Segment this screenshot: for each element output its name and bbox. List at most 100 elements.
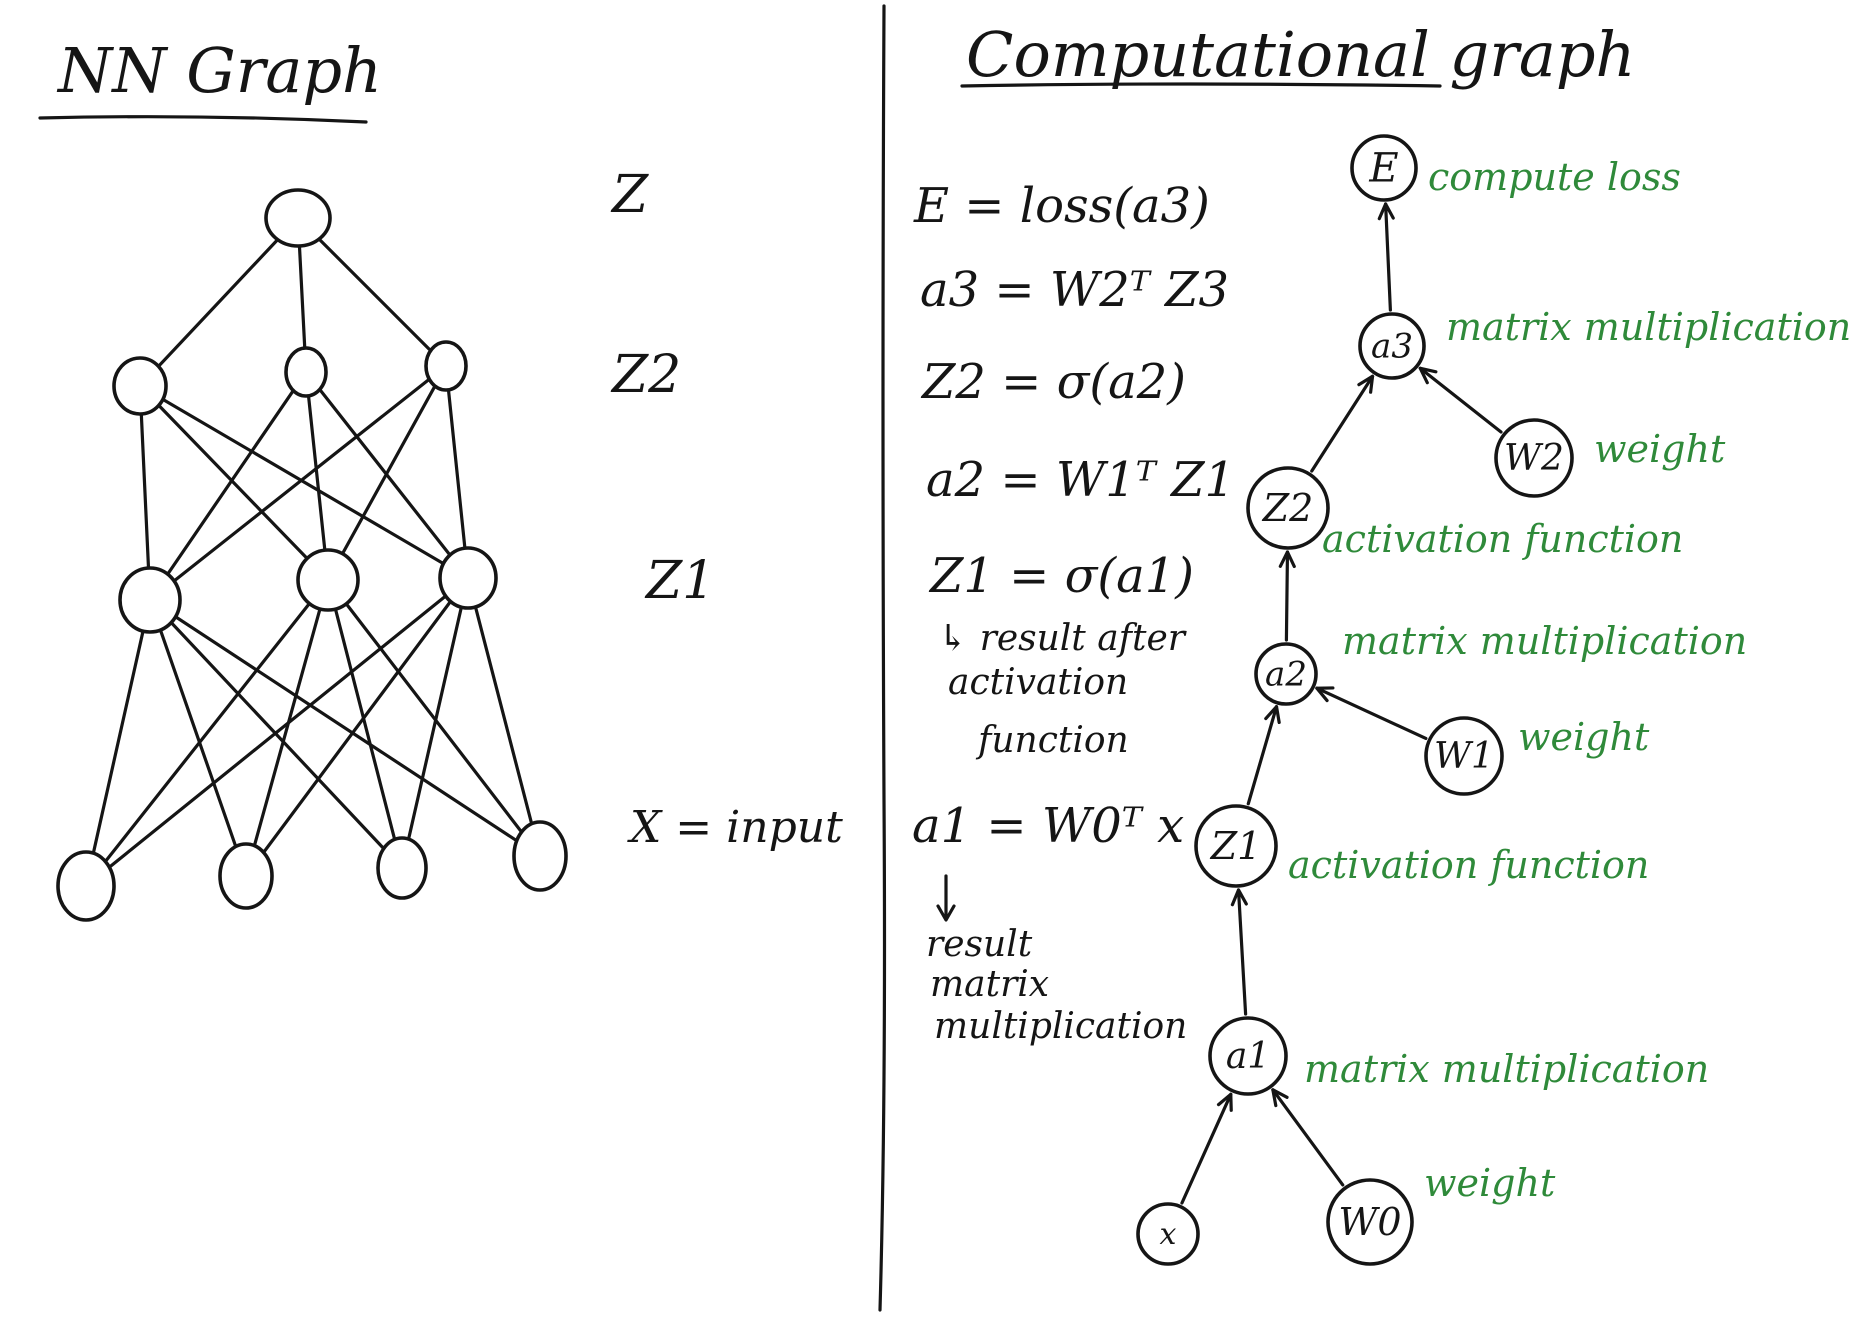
nn-graph-title-underline [38,115,368,124]
edge-w2-to-a3 [1418,366,1503,434]
nn-edge-top-z2-0 [138,216,300,388]
edge-w0-to-a1-head [1271,1088,1289,1108]
annotation-w1-weight: weight [1518,715,1650,759]
edge-a2-to-z2 [1284,550,1290,642]
down-arrow-icon [936,874,956,922]
nn-edge-input-3-z1-2 [466,576,542,858]
nn-edge-z1-0-z2-2 [148,364,448,602]
annotation-a1-matrix-multiplication: matrix multiplication [1304,1047,1709,1091]
z1-note-line-1: ↳ result after [938,618,1187,659]
annotation-z2-activation-function: activation function [1322,517,1683,561]
nn-node-top-0 [264,188,332,248]
equation-a3: a3 = W2ᵀ Z3 [920,262,1229,318]
edge-x-to-a1-head [1216,1092,1233,1112]
edge-a3-to-e [1384,202,1392,312]
nn-edge-input-2-z1-0 [148,598,404,870]
edge-x-to-a1 [1180,1092,1233,1205]
annotation-a2-matrix-multiplication: matrix multiplication [1342,619,1747,663]
edge-z2-to-a3-head [1357,374,1375,394]
cg-node-a2-circle [1254,642,1318,706]
layer-label-z2: Z2 [610,345,681,405]
cg-node-w2-label: W2 [1504,438,1564,479]
nn-node-z2-1 [284,346,328,398]
equation-e: E = loss(a3) [913,178,1210,234]
nn-edge-input-0-z1-2 [84,576,470,888]
edge-a2-to-z2-head [1278,550,1296,569]
nn-node-z2-2 [424,340,468,392]
layer-label-z: Z [610,165,649,225]
cg-node-w1-circle [1424,716,1504,796]
cg-node-a3-circle [1358,312,1426,380]
edge-z1-to-a2 [1246,705,1279,806]
edge-a3-to-e-head [1377,202,1395,221]
nn-edge-input-1-z1-1 [244,578,330,878]
cg-node-a3: a3 [1358,312,1426,380]
nn-node-input-2 [376,836,428,900]
nn-node-input-3 [512,820,568,892]
cg-node-e: E [1350,134,1418,202]
computational-graph-title: Computational graph [966,18,1635,91]
nn-edge-input-0-z1-0 [84,598,152,888]
edge-w2-to-a3-head [1418,366,1438,385]
annotation-a3-matrix-multiplication: matrix multiplication [1446,305,1851,349]
nn-node-z1-1 [296,548,360,612]
cg-node-x-circle [1136,1202,1200,1266]
nn-graph-title: NN Graph [56,34,382,107]
cg-node-w1-label: W1 [1434,736,1494,777]
nn-edge-z1-0-z2-1 [148,370,308,602]
equation-a1: a1 = W0ᵀ x [912,798,1184,854]
nn-edge-z1-2-z2-2 [444,364,470,580]
cg-node-e-label: E [1368,146,1398,192]
cg-node-w2-circle [1494,418,1574,498]
cg-node-e-circle [1350,134,1418,202]
equation-z2: Z2 = σ(a2) [920,354,1186,410]
cg-node-a1-circle [1208,1016,1288,1096]
nn-node-input-0 [56,850,116,922]
equation-a2: a2 = W1ᵀ Z1 [926,452,1235,508]
nn-edge-input-3-z1-0 [148,598,542,858]
cg-node-a2: a2 [1254,642,1318,706]
edge-a1-to-z1 [1236,888,1248,1016]
cg-node-z2-label: Z2 [1262,486,1314,530]
cg-node-z2-circle [1246,466,1330,550]
nn-node-z2-0 [112,356,168,416]
nn-node-input-1 [218,842,274,910]
nn-edge-input-2-z1-1 [326,578,404,870]
cg-node-w0-circle [1326,1178,1414,1266]
nn-edge-z1-2-z2-1 [304,370,470,580]
nn-edge-top-z2-2 [296,216,448,368]
nn-edge-z1-0-z2-0 [138,384,152,602]
nn-nodes [56,188,568,922]
cg-node-w2: W2 [1494,418,1574,498]
panel-divider [878,4,887,1312]
computational-graph-edges [1180,202,1503,1205]
edge-w1-to-a2-head [1315,686,1335,703]
annotation-compute-loss: compute loss [1428,155,1681,199]
a1-note-line-1: result [926,924,1033,965]
nn-edge-z1-1-z2-0 [138,384,330,582]
nn-edge-z1-2-z2-0 [138,384,470,580]
z1-note-line-3: function [975,720,1129,761]
nn-edge-input-1-z1-2 [244,576,470,878]
annotation-z1-activation-function: activation function [1288,843,1649,887]
edge-z2-to-a3 [1310,374,1375,473]
cg-node-w0: W0 [1326,1178,1414,1266]
nn-edge-input-0-z1-1 [84,578,330,888]
computational-graph-title-underline [960,82,1442,88]
cg-node-w0-label: W0 [1338,1200,1401,1244]
layer-label-z1: Z1 [644,551,715,611]
cg-node-z2: Z2 [1246,466,1330,550]
nn-edge-input-1-z1-0 [148,598,248,878]
nn-edge-input-2-z1-2 [400,576,470,870]
cg-node-a2-label: a2 [1265,655,1307,695]
nn-node-z1-0 [118,566,182,634]
cg-node-x: x [1136,1202,1200,1266]
cg-node-a1-label: a1 [1226,1036,1270,1077]
annotation-w2-weight: weight [1594,427,1726,471]
cg-node-w1: W1 [1424,716,1504,796]
a1-note-line-2: matrix [930,964,1049,1005]
nn-node-z1-2 [438,546,498,610]
